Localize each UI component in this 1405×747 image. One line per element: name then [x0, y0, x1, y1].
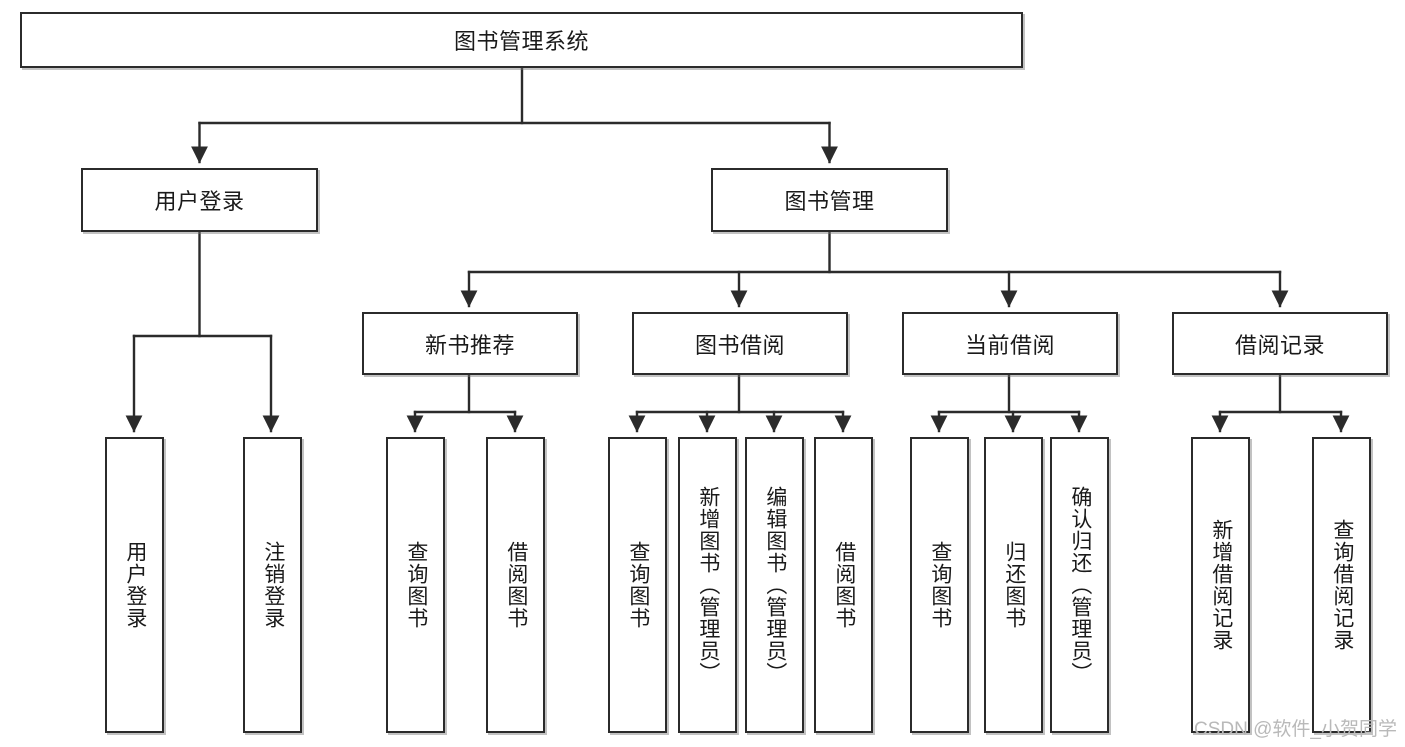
- node-borrow-record-label: 借阅记录: [1234, 332, 1325, 358]
- node-leaf-edit-book[interactable]: 编辑图书（管理员）: [745, 437, 804, 733]
- node-leaf-query-book-1-label: 查询图书: [404, 541, 428, 629]
- node-leaf-user-logout-label: 注销登录: [261, 541, 285, 629]
- node-leaf-return-book[interactable]: 归还图书: [984, 437, 1043, 733]
- node-user-login[interactable]: 用户登录: [81, 168, 318, 232]
- node-leaf-borrow-book-2-label: 借阅图书: [832, 541, 856, 629]
- node-root-label: 图书管理系统: [453, 29, 589, 54]
- node-leaf-borrow-book-1[interactable]: 借阅图书: [486, 437, 545, 733]
- node-book-borrow-label: 图书借阅: [694, 332, 785, 358]
- node-leaf-query-record-label: 查询借阅记录: [1330, 519, 1354, 651]
- node-current-borrow-label: 当前借阅: [964, 332, 1055, 358]
- node-leaf-confirm-return[interactable]: 确认归还（管理员）: [1050, 437, 1109, 733]
- node-leaf-query-book-2-label: 查询图书: [626, 541, 650, 629]
- node-new-book-recommend-label: 新书推荐: [424, 332, 515, 358]
- node-book-borrow[interactable]: 图书借阅: [632, 312, 848, 375]
- node-leaf-query-book-3[interactable]: 查询图书: [910, 437, 969, 733]
- node-leaf-confirm-return-label: 确认归还（管理员）: [1068, 486, 1092, 684]
- node-leaf-borrow-book-1-label: 借阅图书: [504, 541, 528, 629]
- node-leaf-add-record-label: 新增借阅记录: [1209, 519, 1233, 651]
- node-current-borrow[interactable]: 当前借阅: [902, 312, 1118, 375]
- node-root[interactable]: 图书管理系统: [20, 12, 1023, 68]
- node-leaf-add-record[interactable]: 新增借阅记录: [1191, 437, 1250, 733]
- node-leaf-query-book-3-label: 查询图书: [928, 541, 952, 629]
- node-leaf-borrow-book-2[interactable]: 借阅图书: [814, 437, 873, 733]
- node-leaf-user-login[interactable]: 用户登录: [105, 437, 164, 733]
- node-book-management-label: 图书管理: [784, 189, 875, 214]
- node-user-login-label: 用户登录: [154, 189, 245, 214]
- node-leaf-add-book-label: 新增图书（管理员）: [696, 486, 720, 684]
- node-book-management[interactable]: 图书管理: [711, 168, 948, 232]
- node-leaf-edit-book-label: 编辑图书（管理员）: [763, 486, 787, 684]
- watermark-text: CSDN @软件_小贺同学: [1194, 719, 1397, 740]
- node-leaf-add-book[interactable]: 新增图书（管理员）: [678, 437, 737, 733]
- node-leaf-query-book-2[interactable]: 查询图书: [608, 437, 667, 733]
- node-leaf-user-logout[interactable]: 注销登录: [243, 437, 302, 733]
- node-leaf-query-record[interactable]: 查询借阅记录: [1312, 437, 1371, 733]
- node-leaf-return-book-label: 归还图书: [1002, 541, 1026, 629]
- node-new-book-recommend[interactable]: 新书推荐: [362, 312, 578, 375]
- node-leaf-query-book-1[interactable]: 查询图书: [386, 437, 445, 733]
- node-leaf-user-login-label: 用户登录: [123, 541, 147, 629]
- connector-links: [125, 66, 1350, 433]
- node-borrow-record[interactable]: 借阅记录: [1172, 312, 1388, 375]
